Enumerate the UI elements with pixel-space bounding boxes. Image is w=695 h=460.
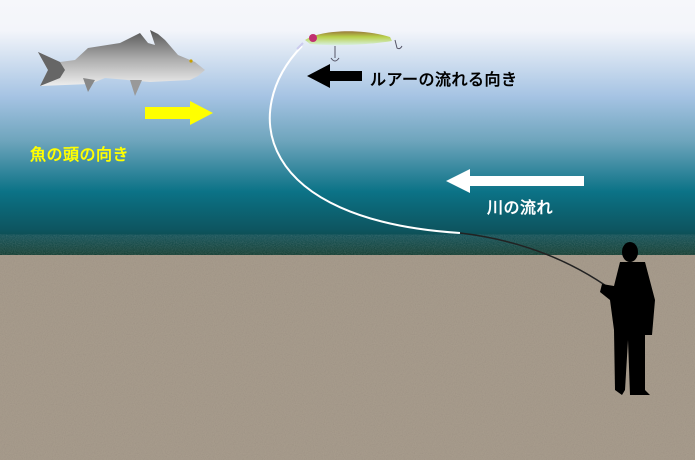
fish-direction-arrow: [145, 101, 213, 125]
lure-direction-arrow: [307, 64, 362, 88]
river-flow-arrow: [446, 169, 584, 193]
lure-direction-label: ルアーの流れる向き: [370, 70, 518, 89]
river-flow-label: 川の流れ: [487, 198, 554, 217]
fishing-rod: [459, 232, 613, 291]
fish-direction-label: 魚の頭の向き: [30, 145, 130, 164]
fish-illustration: [38, 30, 205, 96]
fishing-line: [268, 45, 461, 234]
lure-illustration: [296, 31, 403, 62]
angler-silhouette: [600, 242, 655, 395]
